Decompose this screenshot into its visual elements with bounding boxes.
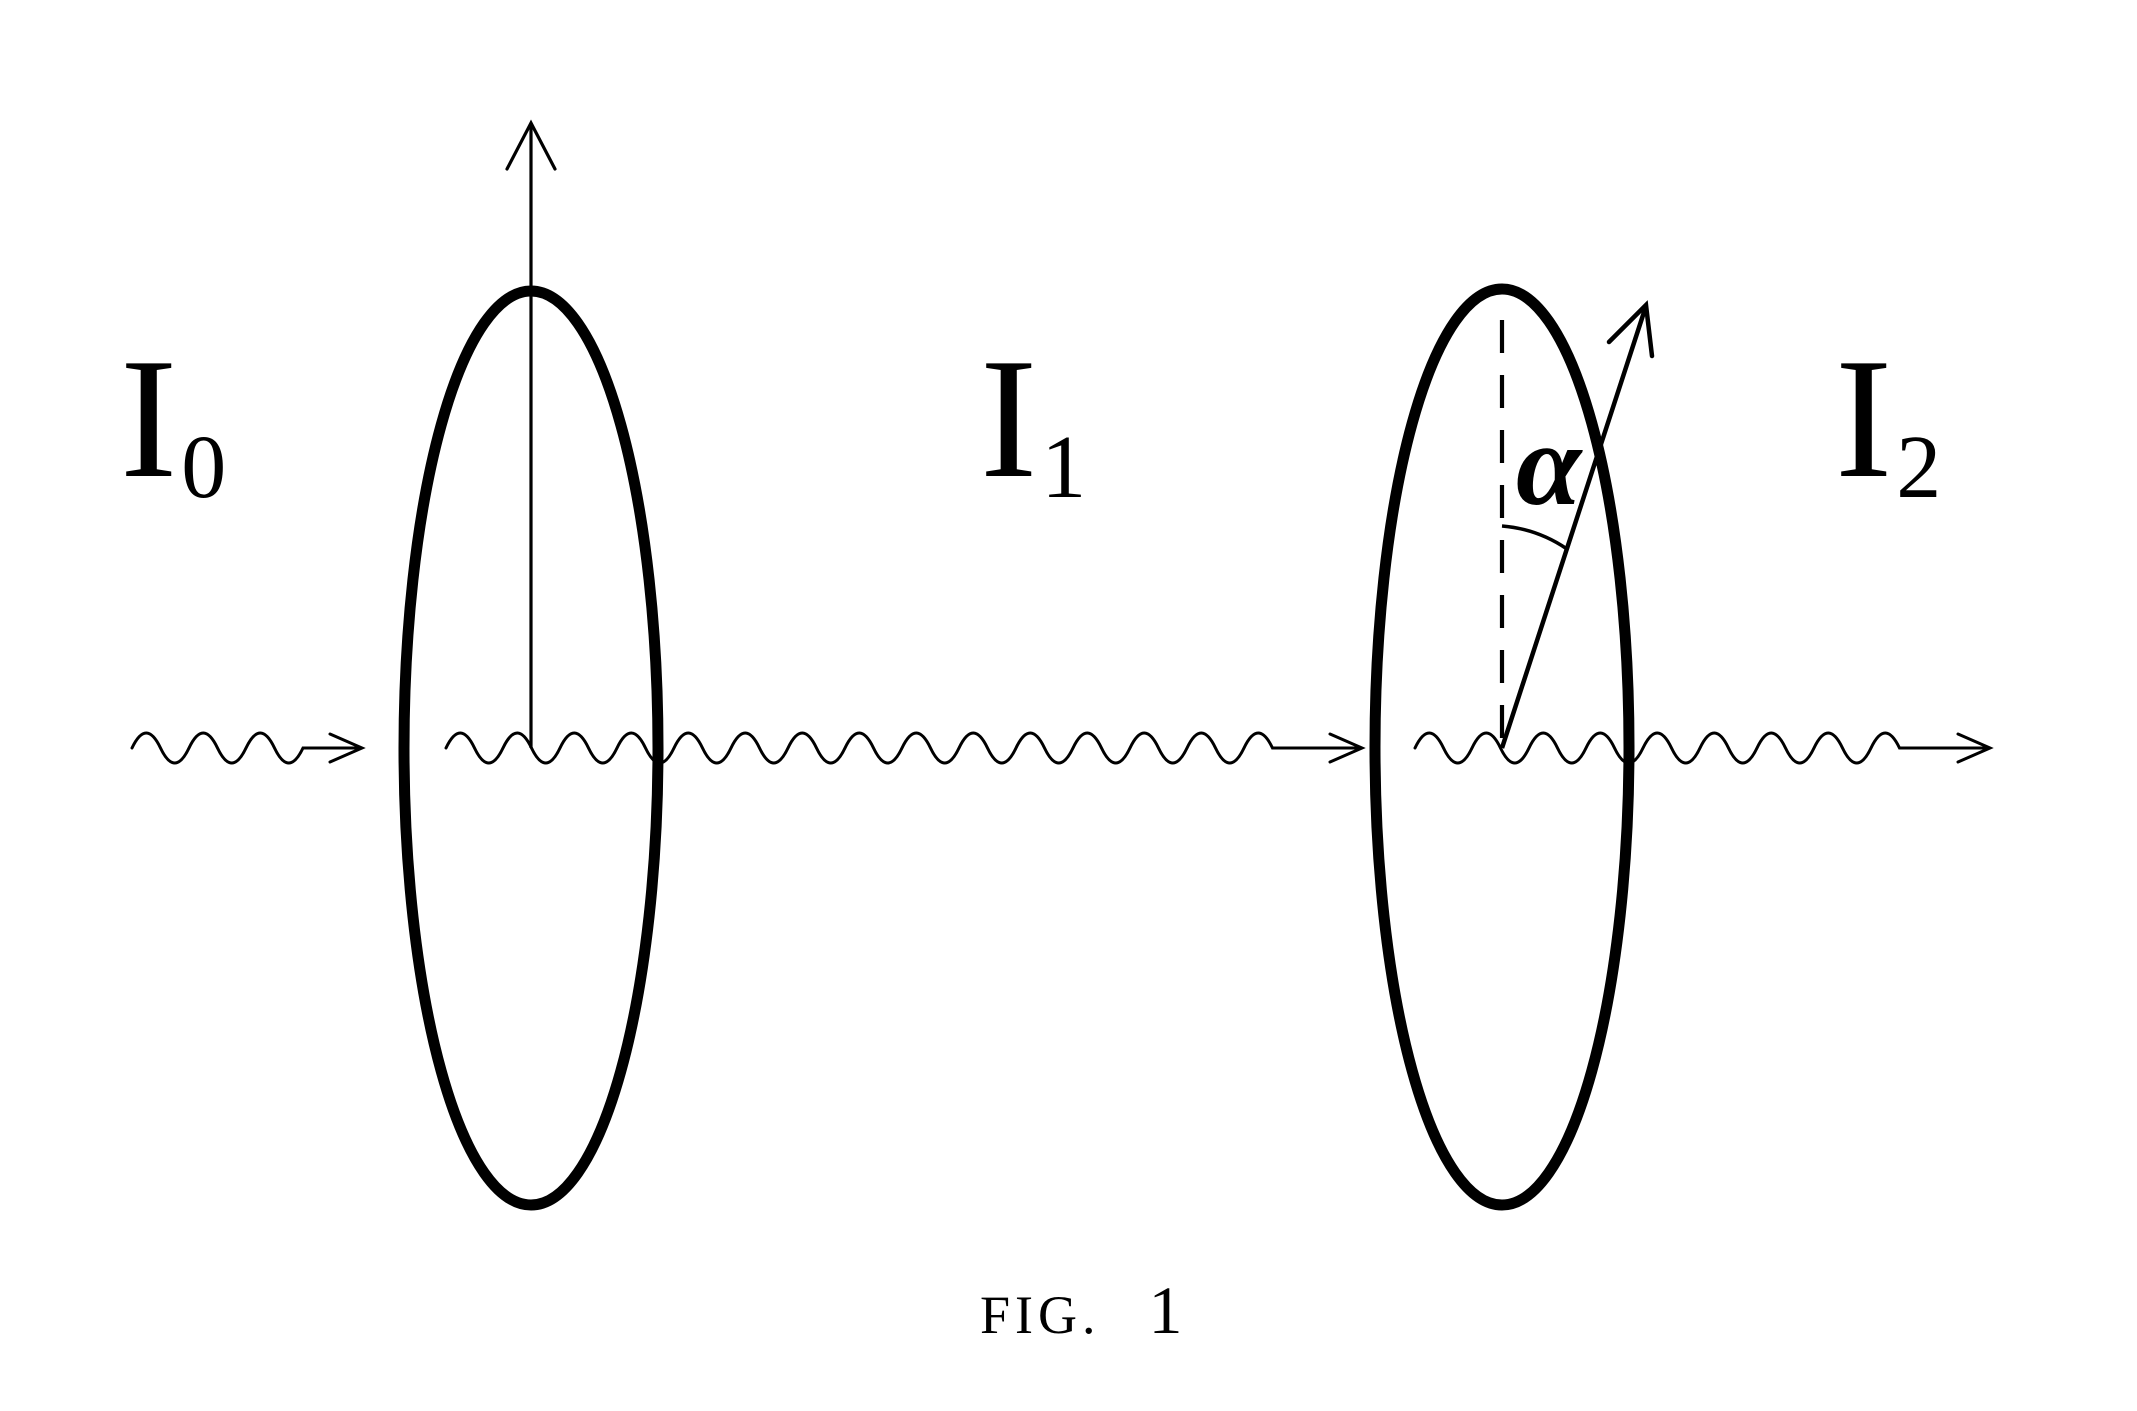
transmitted-wave-arrowhead-icon	[1956, 732, 1994, 764]
figure-caption: FIG. 1	[980, 1276, 1183, 1344]
polarizer-ellipse-right	[1369, 283, 1635, 1211]
figure-caption-prefix: FIG.	[980, 1285, 1101, 1345]
intensity-label-i1-subscript: 1	[1041, 418, 1087, 517]
angle-label-alpha: α	[1516, 399, 1582, 530]
tilted-polarization-arrowhead-icon	[1606, 300, 1655, 359]
middle-wave-arrowhead-icon	[1328, 732, 1366, 764]
figure-caption-number: 1	[1148, 1272, 1183, 1348]
intensity-label-i2-subscript: 2	[1896, 418, 1942, 517]
tilted-polarization-arrow-shaft	[1499, 305, 1649, 749]
vertical-polarization-arrowhead-icon	[505, 119, 557, 171]
light-wave-transmitted	[1413, 731, 1987, 765]
ink-group	[130, 119, 1994, 1211]
angle-arc	[1501, 524, 1568, 551]
light-wave-middle	[444, 731, 1359, 765]
light-wave-incident	[130, 731, 359, 765]
intensity-label-i0-base: I	[120, 324, 178, 514]
incident-wave-arrowhead-icon	[328, 732, 366, 764]
intensity-label-i2-base: I	[1835, 324, 1893, 514]
intensity-label-i1-base: I	[980, 324, 1038, 514]
intensity-label-i0-subscript: 0	[181, 418, 227, 517]
